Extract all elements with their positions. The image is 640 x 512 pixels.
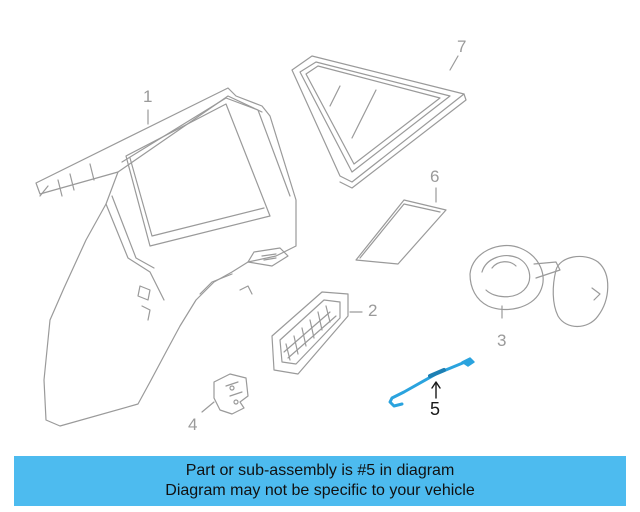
banner-line-2: Diagram may not be specific to your vehi… bbox=[165, 482, 475, 499]
info-banner: Part or sub-assembly is #5 in diagram Di… bbox=[14, 456, 626, 506]
release-cable-part bbox=[388, 357, 475, 408]
callout-2: 2 bbox=[368, 301, 378, 320]
callout-4: 4 bbox=[188, 415, 198, 434]
quarter-glass-part bbox=[291, 55, 467, 189]
leader-lines bbox=[147, 55, 503, 413]
fuel-door-part bbox=[469, 244, 609, 328]
banner-line-1: Part or sub-assembly is #5 in diagram bbox=[185, 462, 455, 479]
quarter-panel-part bbox=[35, 87, 297, 427]
callout-1: 1 bbox=[143, 87, 153, 106]
callout-7: 7 bbox=[457, 37, 467, 56]
callout-6: 6 bbox=[430, 167, 440, 186]
vent-grille-part bbox=[271, 291, 349, 375]
callout-3: 3 bbox=[497, 331, 507, 350]
hinge-part bbox=[213, 373, 249, 415]
trim-panel-part bbox=[355, 199, 447, 265]
callout-5: 5 bbox=[430, 399, 441, 419]
